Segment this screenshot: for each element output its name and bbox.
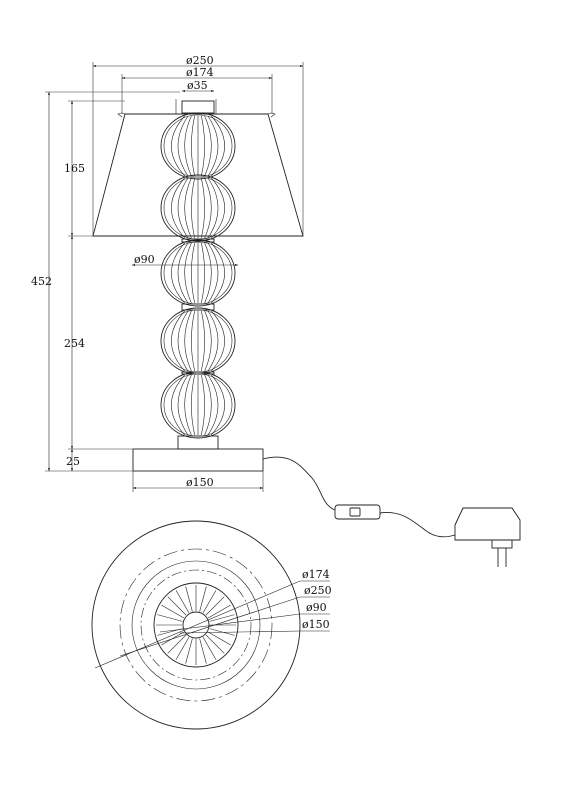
dim-label-35: ø35 bbox=[187, 79, 208, 92]
lamp-base bbox=[132, 448, 264, 472]
dim-label-25: 25 bbox=[66, 455, 80, 468]
rosette-rib bbox=[205, 634, 225, 654]
side-view: ø250 ø174 ø35 ø90 ø150 452 bbox=[31, 54, 521, 567]
rosette-rib bbox=[175, 636, 190, 660]
rosette-rib bbox=[202, 590, 217, 614]
rosette-rib bbox=[207, 631, 231, 646]
rosette-rib bbox=[161, 604, 185, 619]
rosette-rib bbox=[185, 586, 193, 612]
plan-center-cap bbox=[182, 611, 210, 639]
dim-shade-mid-diameter: ø174 bbox=[121, 66, 273, 114]
dim-base-height: 25 bbox=[66, 448, 80, 472]
sphere-stack bbox=[160, 112, 236, 439]
dim-label-250: ø250 bbox=[186, 54, 214, 67]
rosette-rib bbox=[209, 614, 235, 622]
dim-shade-top-diameter: ø250 bbox=[92, 54, 304, 236]
dim-label-165: 165 bbox=[64, 162, 85, 175]
plan-circle-150 bbox=[131, 560, 261, 690]
rosette-rib bbox=[199, 586, 207, 612]
dim-cap-diameter: ø35 bbox=[181, 79, 215, 93]
rosette-rib bbox=[167, 596, 187, 616]
power-cord bbox=[262, 456, 521, 567]
plug-adapter bbox=[454, 507, 521, 567]
rosette-rib bbox=[157, 614, 183, 622]
plan-circle-90 bbox=[153, 582, 239, 668]
dim-base-diameter: ø150 bbox=[132, 471, 264, 492]
sphere-3 bbox=[160, 239, 236, 307]
dim-body-height: 254 bbox=[64, 235, 133, 450]
dim-ball-diameter: ø90 bbox=[131, 253, 239, 267]
sphere-2 bbox=[160, 174, 236, 242]
rosette-rib bbox=[185, 638, 193, 664]
rosette-rib bbox=[207, 604, 231, 619]
plan-label-90: ø90 bbox=[306, 601, 327, 614]
plan-circle-250 bbox=[119, 548, 273, 702]
plan-label-174: ø174 bbox=[302, 568, 330, 581]
dim-total-height: 452 bbox=[31, 91, 180, 472]
dim-label-150: ø150 bbox=[186, 476, 214, 489]
rosette-rib bbox=[209, 628, 235, 636]
plan-view: ø174 ø250 ø90 ø150 bbox=[91, 520, 332, 730]
sphere-1 bbox=[160, 112, 236, 180]
sphere-5 bbox=[160, 371, 236, 439]
rosette-rib bbox=[205, 596, 225, 616]
plan-label-150: ø150 bbox=[302, 618, 330, 631]
dim-shade-height: 165 bbox=[64, 100, 125, 237]
top-cap bbox=[181, 100, 215, 114]
rosette-rib bbox=[199, 638, 207, 664]
dim-label-174: ø174 bbox=[186, 66, 214, 79]
dim-label-452: 452 bbox=[31, 275, 52, 288]
plan-circle-outer bbox=[91, 520, 301, 730]
dim-label-90: ø90 bbox=[134, 253, 155, 266]
sphere-4 bbox=[160, 307, 236, 375]
rosette-rib bbox=[175, 590, 190, 614]
dim-label-254: 254 bbox=[64, 337, 85, 350]
plan-leaders bbox=[94, 580, 330, 669]
rosette-rib bbox=[202, 636, 217, 660]
plan-label-250: ø250 bbox=[304, 584, 332, 597]
plan-rosette bbox=[156, 585, 236, 665]
inline-switch bbox=[334, 504, 381, 520]
plan-circle-174 bbox=[140, 569, 252, 681]
rosette-rib bbox=[167, 634, 187, 654]
